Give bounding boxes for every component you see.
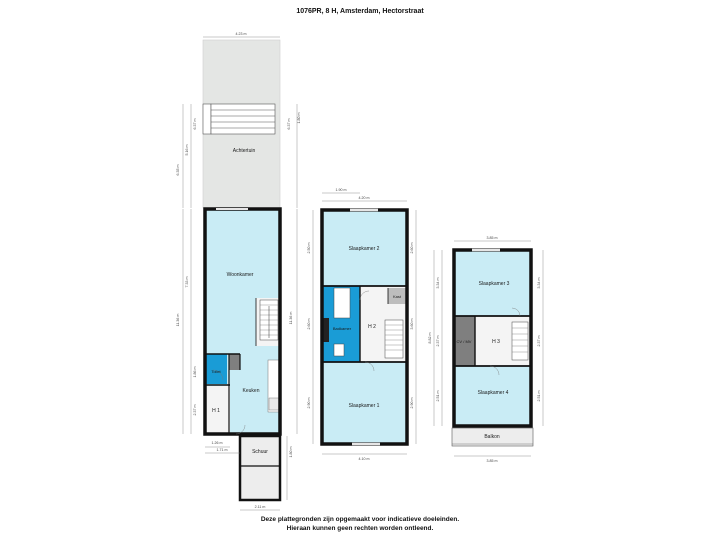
dim-label: 3.60 m — [410, 319, 414, 330]
dim-label: 11.36 m — [289, 312, 293, 325]
slaapkamer3-area — [454, 250, 531, 316]
dim-label: 3.34 m — [436, 278, 440, 289]
first-floor-plan — [312, 192, 417, 455]
dim-label: 1.80 m — [297, 113, 301, 124]
bathtub-icon — [333, 287, 351, 319]
garden-bench-icon — [202, 103, 276, 135]
label-achtertuin: Achtertuin — [233, 148, 256, 154]
label-h1: H 1 — [212, 408, 220, 414]
label-balkon: Balkon — [484, 434, 500, 440]
dim-label: 2.90 m — [307, 398, 311, 409]
label-slaapkamer4: Slaapkamer 4 — [478, 390, 509, 396]
dim-label: 3.34 m — [537, 278, 541, 289]
dim-label: 6.35 m — [176, 165, 180, 176]
dim-label: 1.86 m — [193, 367, 197, 378]
page-title: 1076PR, 8 H, Amsterdam, Hectorstraat — [296, 8, 424, 15]
label-cvmv: CV / MV — [457, 339, 472, 344]
toilet-area — [205, 354, 227, 384]
disclaimer-line-1: Deze plattegronden zijn opgemaakt voor i… — [260, 516, 460, 523]
label-slaapkamer2: Slaapkamer 2 — [349, 246, 380, 252]
h1-area — [205, 386, 230, 434]
dim-label: 3.85 m — [487, 236, 498, 240]
dim-label: 11.36 m — [176, 314, 180, 327]
dim-label: 4.10 m — [359, 457, 370, 461]
dim-label: 2.60 m — [410, 243, 414, 254]
slaapkamer2-area — [322, 210, 407, 286]
dim-label: 6.37 m — [193, 119, 197, 130]
first-stairs-icon — [384, 319, 404, 359]
dim-label: 2.50 m — [307, 243, 311, 254]
label-toilet: Toilet — [211, 369, 221, 374]
dim-label: 6.37 m — [287, 119, 291, 130]
dim-label: 2.51 m — [537, 391, 541, 402]
label-woonkamer: Woonkamer — [227, 272, 254, 278]
dim-label: 3.85 m — [487, 459, 498, 463]
label-badkamer: Badkamer — [333, 326, 352, 331]
dim-label: 1.80 m — [289, 447, 293, 458]
meter-area — [229, 354, 240, 370]
ground-floor-plan — [182, 36, 298, 511]
ground-stairs-icon — [259, 299, 279, 341]
dim-label: 1.26 m — [212, 441, 223, 445]
sink-icon — [333, 343, 345, 357]
cvmv-area — [454, 316, 475, 366]
dim-label: 2.37 m — [436, 336, 440, 347]
dim-label: 4.23 m — [236, 32, 247, 36]
slaapkamer4-area — [454, 366, 531, 426]
label-h3: H 3 — [492, 339, 500, 345]
dim-label: 2.51 m — [436, 391, 440, 402]
label-kast: Kast — [393, 294, 402, 299]
dim-label: 1.71 m — [217, 448, 228, 452]
label-keuken: Keuken — [243, 388, 260, 394]
dim-label: 7.33 m — [185, 277, 189, 288]
label-slaapkamer3: Slaapkamer 3 — [479, 281, 510, 287]
dim-label: 1.90 m — [336, 188, 347, 192]
dim-label: 2.90 m — [410, 398, 414, 409]
dim-label: 2.37 m — [537, 336, 541, 347]
dim-label: 5.16 m — [185, 145, 189, 156]
dim-label: 2.37 m — [193, 405, 197, 416]
second-floor-plan — [433, 240, 544, 457]
schuur-area — [238, 434, 282, 502]
shower-dark — [322, 318, 329, 342]
kast-area — [388, 288, 407, 304]
balkon-area — [451, 427, 534, 447]
disclaimer: Deze plattegronden zijn opgemaakt voor i… — [0, 515, 720, 533]
label-schuur: Schuur — [252, 449, 268, 455]
slaapkamer1-area — [322, 362, 407, 444]
dim-label: 8.82 m — [428, 333, 432, 344]
dim-label: 2.11 m — [255, 505, 266, 509]
dim-label: 2.60 m — [307, 319, 311, 330]
dim-label: 4.20 m — [359, 196, 370, 200]
second-stairs-icon — [511, 321, 529, 361]
label-h2: H 2 — [368, 324, 376, 330]
label-slaapkamer1: Slaapkamer 1 — [349, 403, 380, 409]
stove-icon — [268, 397, 280, 411]
disclaimer-line-2: Hieraan kunnen geen rechten worden ontle… — [286, 525, 434, 532]
